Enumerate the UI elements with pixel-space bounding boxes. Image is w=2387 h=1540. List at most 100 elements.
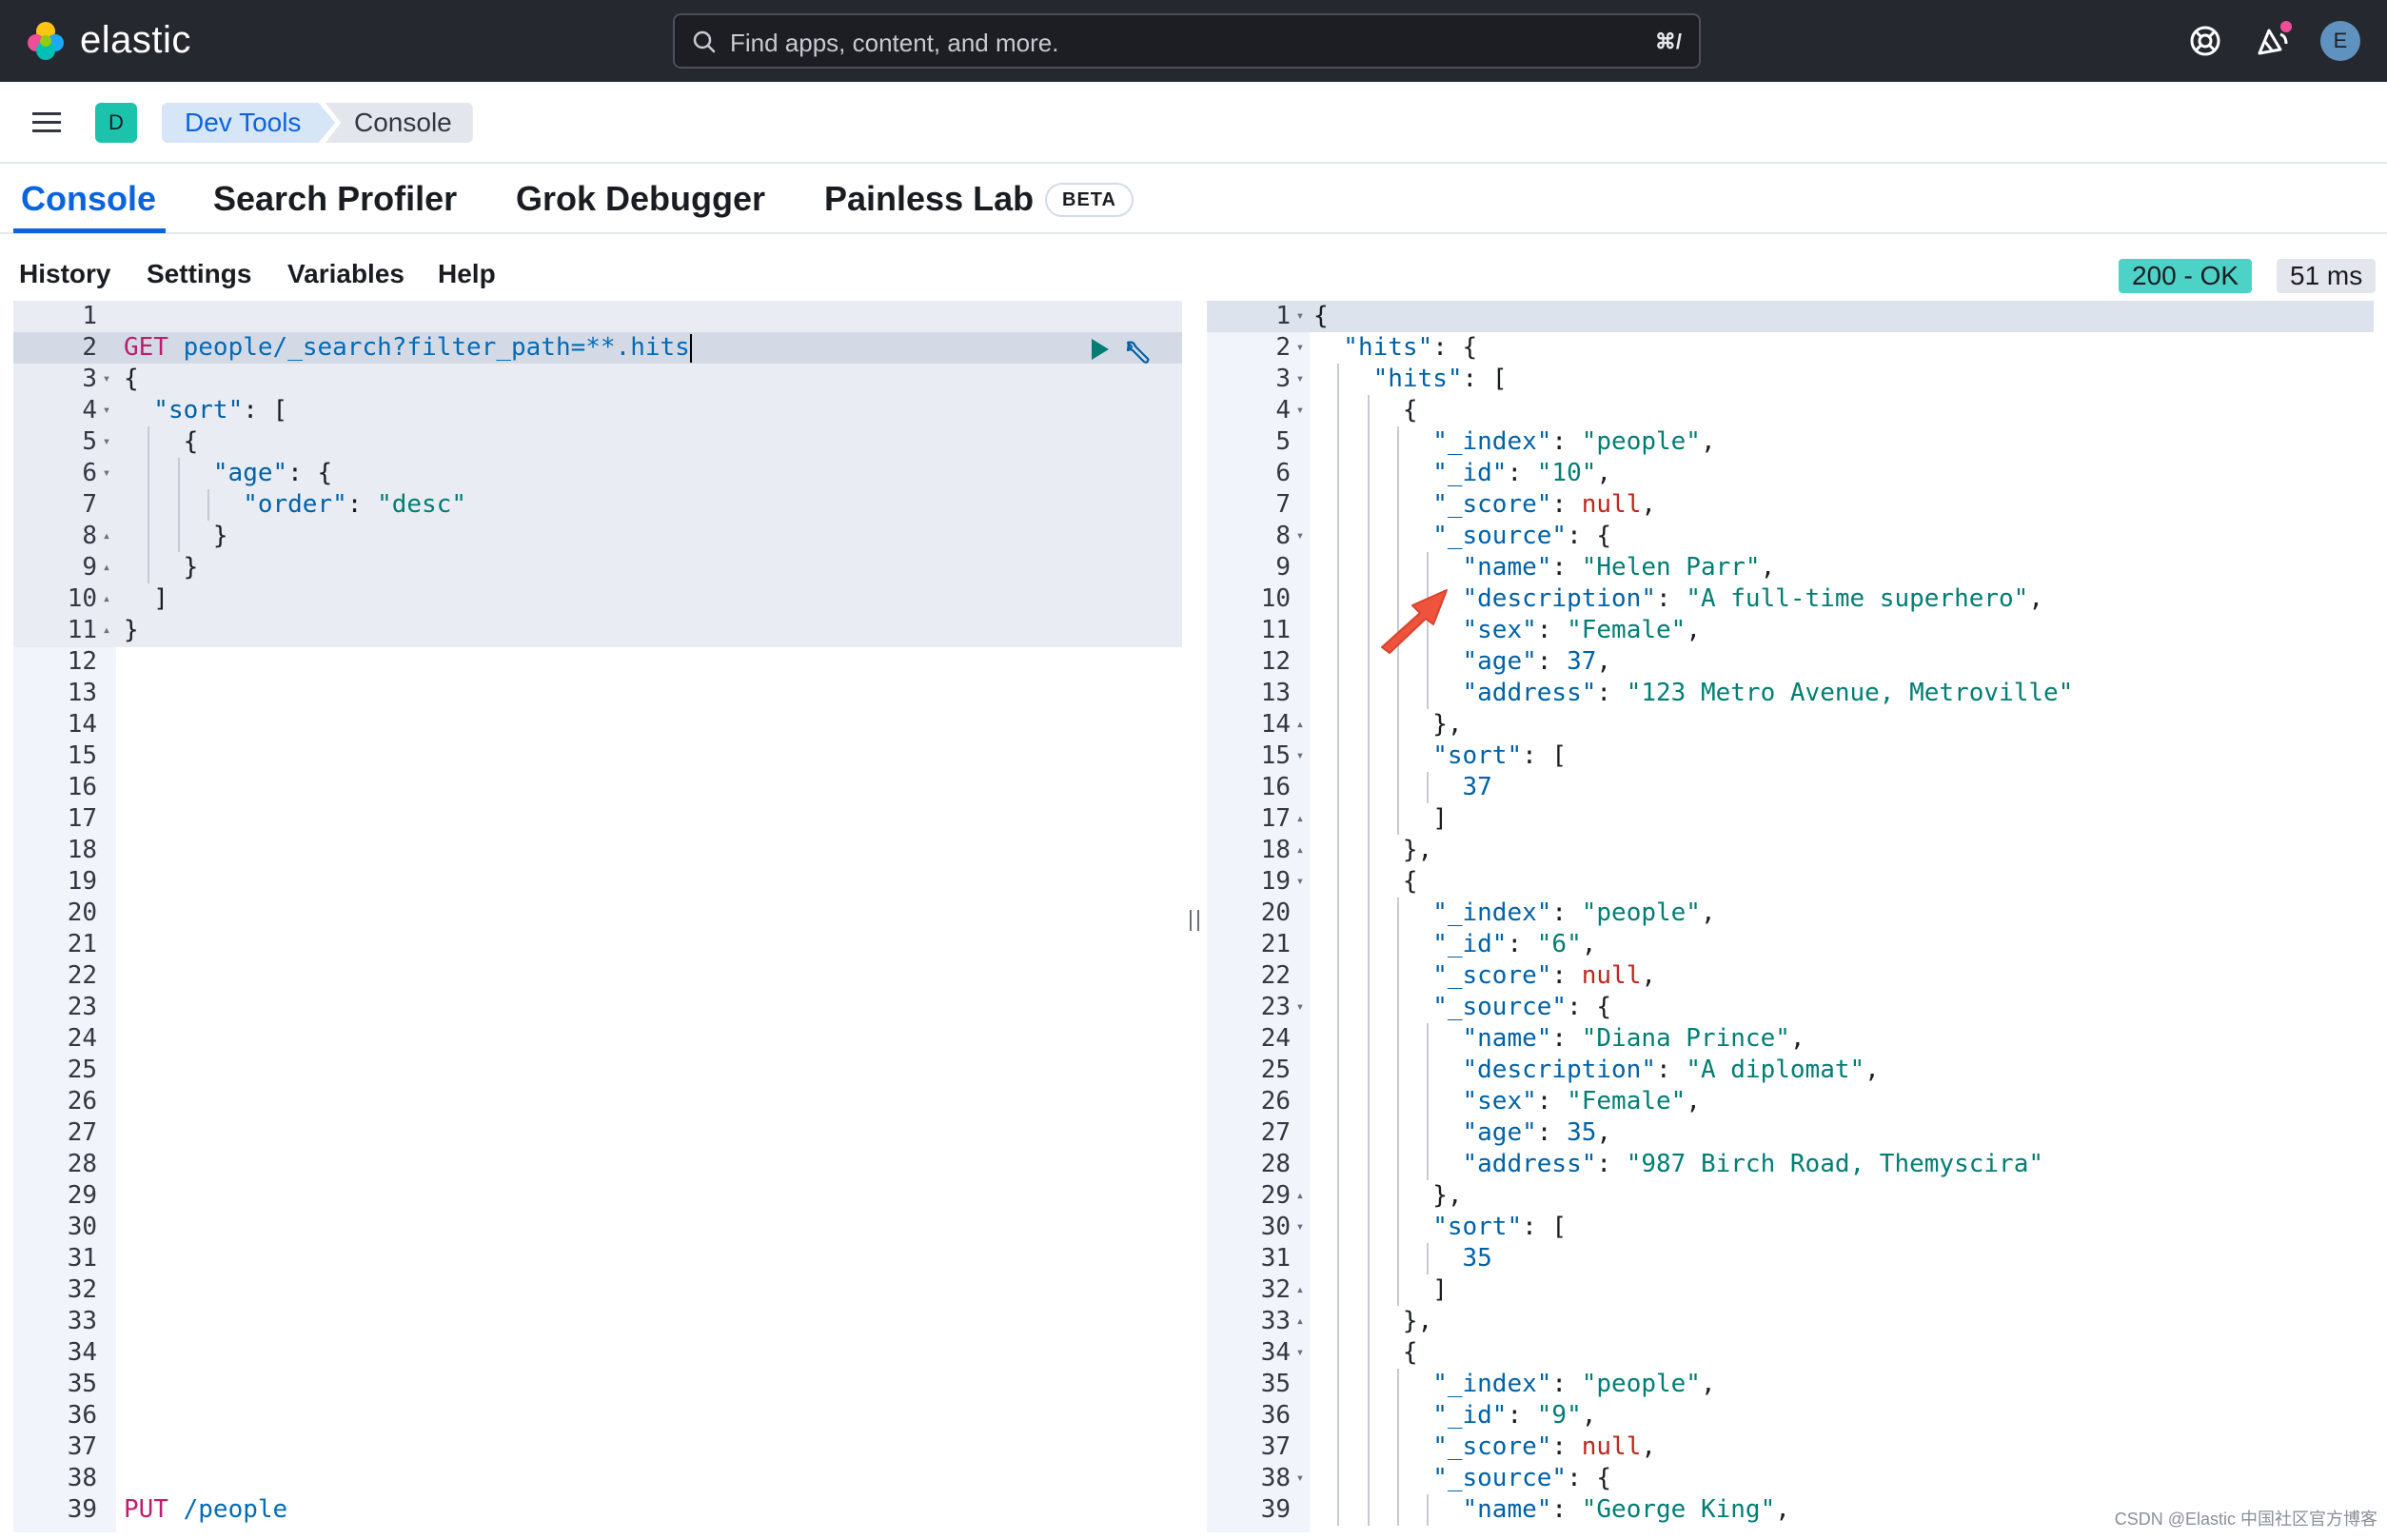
fold-toggle-icon[interactable]: ▾ xyxy=(102,465,111,481)
code-line[interactable]: 39"name": "George King", xyxy=(1207,1494,2374,1526)
fold-toggle-icon[interactable]: ▾ xyxy=(1295,340,1305,355)
code-line[interactable]: 29 xyxy=(13,1180,1182,1212)
code-line[interactable]: 2▾"hits": { xyxy=(1207,332,2374,364)
code-line[interactable]: 14 xyxy=(13,709,1182,740)
fold-toggle-icon[interactable]: ▾ xyxy=(1295,403,1305,418)
code-line[interactable]: 18▴}, xyxy=(1207,835,2374,866)
user-avatar[interactable]: E xyxy=(2320,21,2360,61)
code-line[interactable]: 26"sex": "Female", xyxy=(1207,1086,2374,1117)
code-line[interactable]: 21"_id": "6", xyxy=(1207,929,2374,960)
fold-toggle-icon[interactable]: ▾ xyxy=(1295,1345,1305,1360)
code-line[interactable]: 8▾"_source": { xyxy=(1207,521,2374,552)
code-line[interactable]: 25"description": "A diplomat", xyxy=(1207,1055,2374,1086)
code-line[interactable]: 35 xyxy=(13,1369,1182,1400)
code-line[interactable]: 26 xyxy=(13,1086,1182,1117)
fold-toggle-icon[interactable]: ▾ xyxy=(1295,528,1305,543)
code-line[interactable]: 38 xyxy=(13,1463,1182,1494)
code-line[interactable]: 9"name": "Helen Parr", xyxy=(1207,552,2374,583)
code-line[interactable]: 32▴] xyxy=(1207,1274,2374,1306)
code-line[interactable]: 6▾"age": { xyxy=(13,458,1182,489)
code-line[interactable]: 37 xyxy=(13,1431,1182,1463)
fold-toggle-icon[interactable]: ▴ xyxy=(102,591,111,606)
response-editor[interactable]: 1▾{2▾"hits": {3▾"hits": [4▾{5"_index": "… xyxy=(1207,301,2374,1532)
code-line[interactable]: 24"name": "Diana Prince", xyxy=(1207,1023,2374,1055)
code-line[interactable]: 30 xyxy=(13,1212,1182,1243)
fold-toggle-icon[interactable]: ▾ xyxy=(102,403,111,418)
code-line[interactable]: 23▾"_source": { xyxy=(1207,992,2374,1023)
code-line[interactable]: 36 xyxy=(13,1400,1182,1431)
code-line[interactable]: 1▾{ xyxy=(1207,301,2374,332)
code-line[interactable]: 12 xyxy=(13,646,1182,678)
code-line[interactable]: 11▴} xyxy=(13,615,1182,646)
code-line[interactable]: 28"address": "987 Birch Road, Themyscira… xyxy=(1207,1149,2374,1180)
fold-toggle-icon[interactable]: ▴ xyxy=(1295,842,1305,858)
code-line[interactable]: 34▾{ xyxy=(1207,1337,2374,1369)
code-line[interactable]: 19 xyxy=(13,866,1182,898)
elastic-logo[interactable]: elastic xyxy=(25,19,191,62)
code-line[interactable]: 12"age": 37, xyxy=(1207,646,2374,678)
code-line[interactable]: 13"address": "123 Metro Avenue, Metrovil… xyxy=(1207,678,2374,709)
code-line[interactable]: 3▾{ xyxy=(13,364,1182,395)
fold-toggle-icon[interactable]: ▾ xyxy=(1295,999,1305,1015)
fold-toggle-icon[interactable]: ▴ xyxy=(102,528,111,543)
pane-resizer[interactable] xyxy=(1184,301,1205,1532)
fold-toggle-icon[interactable]: ▴ xyxy=(1295,717,1305,732)
menu-variables[interactable]: Variables xyxy=(287,259,404,288)
tab-painless-lab[interactable]: Painless Lab xyxy=(824,179,1035,218)
code-line[interactable]: 22"_score": null, xyxy=(1207,960,2374,992)
code-line[interactable]: 3▾"hits": [ xyxy=(1207,364,2374,395)
code-line[interactable]: 32 xyxy=(13,1274,1182,1306)
fold-toggle-icon[interactable]: ▾ xyxy=(1295,874,1305,889)
fold-toggle-icon[interactable]: ▴ xyxy=(1295,1282,1305,1297)
code-line[interactable]: 29▴}, xyxy=(1207,1180,2374,1212)
code-line[interactable]: 33 xyxy=(13,1306,1182,1337)
code-line[interactable]: 17 xyxy=(13,803,1182,835)
code-line[interactable]: 14▴}, xyxy=(1207,709,2374,740)
code-line[interactable]: 4▾"sort": [ xyxy=(13,395,1182,426)
fold-toggle-icon[interactable]: ▾ xyxy=(1295,748,1305,763)
fold-toggle-icon[interactable]: ▾ xyxy=(1295,1471,1305,1486)
code-line[interactable]: 19▾{ xyxy=(1207,866,2374,898)
fold-toggle-icon[interactable]: ▾ xyxy=(1295,371,1305,386)
code-line[interactable]: 1 xyxy=(13,301,1182,332)
code-line[interactable]: 17▴] xyxy=(1207,803,2374,835)
menu-icon[interactable] xyxy=(32,110,63,135)
code-line[interactable]: 5▾{ xyxy=(13,426,1182,458)
fold-toggle-icon[interactable]: ▾ xyxy=(1295,308,1305,324)
fold-toggle-icon[interactable]: ▾ xyxy=(102,434,111,449)
space-avatar[interactable]: D xyxy=(95,103,137,143)
code-line[interactable]: 27 xyxy=(13,1117,1182,1149)
code-line[interactable]: 18 xyxy=(13,835,1182,866)
fold-toggle-icon[interactable]: ▾ xyxy=(1295,1219,1305,1234)
menu-history[interactable]: History xyxy=(19,259,111,288)
code-line[interactable]: 21 xyxy=(13,929,1182,960)
code-line[interactable]: 33▴}, xyxy=(1207,1306,2374,1337)
code-line[interactable]: 30▾"sort": [ xyxy=(1207,1212,2374,1243)
code-line[interactable]: 20 xyxy=(13,898,1182,929)
code-line[interactable]: 20"_index": "people", xyxy=(1207,898,2374,929)
code-line[interactable]: 36"_id": "9", xyxy=(1207,1400,2374,1431)
code-line[interactable]: 11"sex": "Female", xyxy=(1207,615,2374,646)
fold-toggle-icon[interactable]: ▴ xyxy=(1295,1188,1305,1203)
code-line[interactable]: 25 xyxy=(13,1055,1182,1086)
breadcrumb-dev-tools[interactable]: Dev Tools xyxy=(162,103,335,143)
code-line[interactable]: 5"_index": "people", xyxy=(1207,426,2374,458)
code-line[interactable]: 15▾"sort": [ xyxy=(1207,740,2374,772)
code-line[interactable]: 8▴} xyxy=(13,521,1182,552)
help-icon[interactable] xyxy=(2185,21,2225,61)
fold-toggle-icon[interactable]: ▴ xyxy=(102,622,111,638)
code-line[interactable]: 31 xyxy=(13,1243,1182,1274)
code-line[interactable]: 22 xyxy=(13,960,1182,992)
code-line[interactable]: 38▾"_source": { xyxy=(1207,1463,2374,1494)
fold-toggle-icon[interactable]: ▴ xyxy=(1295,1313,1305,1329)
code-line[interactable]: 24 xyxy=(13,1023,1182,1055)
fold-toggle-icon[interactable]: ▴ xyxy=(1295,811,1305,826)
code-line[interactable]: 34 xyxy=(13,1337,1182,1369)
code-line[interactable]: 23 xyxy=(13,992,1182,1023)
menu-settings[interactable]: Settings xyxy=(147,259,252,288)
